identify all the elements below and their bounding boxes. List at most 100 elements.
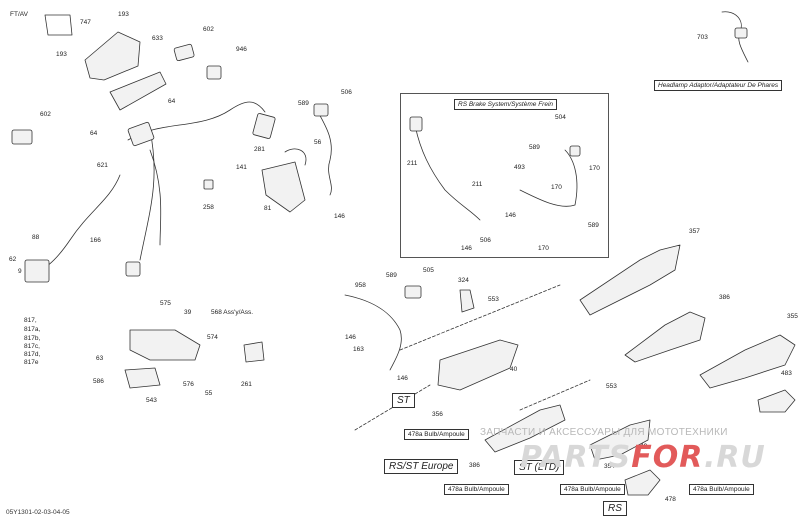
turn-signal-355 — [699, 334, 796, 389]
bracket-324 — [459, 289, 475, 313]
part-258: 258 — [203, 204, 214, 211]
connector-621 — [127, 121, 155, 147]
part-357: 357 — [689, 228, 700, 235]
connector-602 — [173, 43, 195, 62]
regulator-817 — [24, 259, 50, 283]
part-386: 386 — [719, 294, 730, 301]
connector-lower — [125, 261, 141, 277]
part-88: 88 — [32, 234, 40, 241]
ft-av-label: FT/AV — [10, 11, 28, 18]
leader-line-1 — [399, 284, 561, 351]
variant-tag-st: ST — [392, 393, 415, 408]
part-589: 589 — [588, 222, 599, 229]
turn-signal-357 — [579, 244, 681, 316]
part-576: 576 — [183, 381, 194, 388]
bracket-261 — [243, 341, 265, 363]
part-586: 586 — [93, 378, 104, 385]
part-493: 493 — [514, 164, 525, 171]
part-354: 354 — [604, 463, 615, 470]
variant-tag-rs-st-europe: RS/ST Europe — [384, 459, 459, 474]
part-146: 146 — [345, 334, 356, 341]
sensor-589 — [313, 103, 329, 117]
part-146: 146 — [461, 245, 472, 252]
part-211: 211 — [407, 160, 418, 167]
part-63: 63 — [96, 355, 104, 362]
part-193: 193 — [56, 51, 67, 58]
part-589: 589 — [529, 144, 540, 151]
watermark-logo: PARTSFOR.RU — [520, 440, 766, 475]
variant-tag-st-ltd: ST (LTD) — [514, 460, 565, 475]
tail-light-356 — [437, 339, 519, 391]
part-166: 166 — [90, 237, 101, 244]
connector-602-left — [11, 129, 33, 145]
part-817b: 817b, — [24, 335, 41, 342]
part-543: 543 — [146, 397, 157, 404]
turn-signal-386-right — [624, 311, 706, 363]
part-62: 62 — [9, 256, 17, 263]
part-170: 170 — [538, 245, 549, 252]
part-568-assembly: 568 Ass'y/Ass. — [211, 309, 254, 316]
part-356: 356 — [432, 411, 443, 418]
part-703: 703 — [697, 34, 708, 41]
part-817d: 817d, — [24, 351, 41, 358]
part-602: 602 — [203, 26, 214, 33]
part-281: 281 — [254, 146, 265, 153]
connector-main — [252, 113, 276, 139]
part-40: 40 — [510, 366, 518, 373]
part-163: 163 — [353, 346, 364, 353]
part-193: 193 — [118, 11, 129, 18]
part-146: 146 — [334, 213, 345, 220]
diagram-code: 05Y1301-02-03-04-05 — [6, 509, 70, 516]
tail-light-354 — [589, 419, 651, 461]
ecu-module-633 — [109, 71, 167, 111]
plate-586 — [124, 367, 161, 389]
part-49: 49 — [640, 443, 648, 450]
part-9: 9 — [18, 268, 22, 275]
part-56: 56 — [314, 139, 322, 146]
part-633: 633 — [152, 35, 163, 42]
part-55: 55 — [205, 390, 213, 397]
part-506: 506 — [480, 237, 491, 244]
part-574: 574 — [207, 334, 218, 341]
part-141: 141 — [236, 164, 247, 171]
turn-signal-483 — [757, 389, 796, 413]
part-575: 575 — [160, 300, 171, 307]
part-141-assembly — [261, 161, 306, 213]
part-553: 553 — [606, 383, 617, 390]
harness-branch-2 — [149, 149, 162, 246]
harness-branch-3 — [39, 174, 121, 271]
part-39: 39 — [184, 309, 192, 316]
turn-signal-478 — [624, 469, 661, 496]
bulb-box-rs: 478a Bulb/Ampoule — [689, 484, 754, 496]
bulb-box-st-ltd: 478a Bulb/Ampoule — [560, 484, 625, 496]
leader-line-2 — [354, 384, 431, 431]
part-170: 170 — [551, 184, 562, 191]
rs-brake-harness-170 — [519, 149, 578, 207]
part-64: 64 — [90, 130, 98, 137]
part-81: 81 — [264, 205, 272, 212]
tail-light-386-lower — [484, 404, 566, 453]
part-506: 506 — [341, 89, 352, 96]
headlamp-adaptor-connector — [734, 27, 748, 39]
part-589: 589 — [298, 100, 309, 107]
harness-958 — [344, 294, 402, 371]
wire-281 — [284, 148, 307, 166]
part-817e: 817e — [24, 359, 39, 366]
part-553: 553 — [488, 296, 499, 303]
part-589: 589 — [386, 272, 397, 279]
part-505: 505 — [423, 267, 434, 274]
part-170: 170 — [589, 165, 600, 172]
part-355: 355 — [787, 313, 798, 320]
harness-branch-1 — [139, 129, 155, 261]
part-817c: 817c, — [24, 343, 40, 350]
part-946: 946 — [236, 46, 247, 53]
ft-marker-bracket — [44, 14, 73, 36]
part-478: 478 — [665, 496, 676, 503]
part-211: 211 — [472, 181, 483, 188]
part-958: 958 — [355, 282, 366, 289]
watermark-text: ЗАПЧАСТИ И АКСЕССУАРЫ ДЛЯ МОТОТЕХНИКИ — [480, 427, 728, 438]
connector-505 — [404, 285, 422, 299]
rs-brake-connector — [409, 116, 423, 132]
part-261: 261 — [241, 381, 252, 388]
